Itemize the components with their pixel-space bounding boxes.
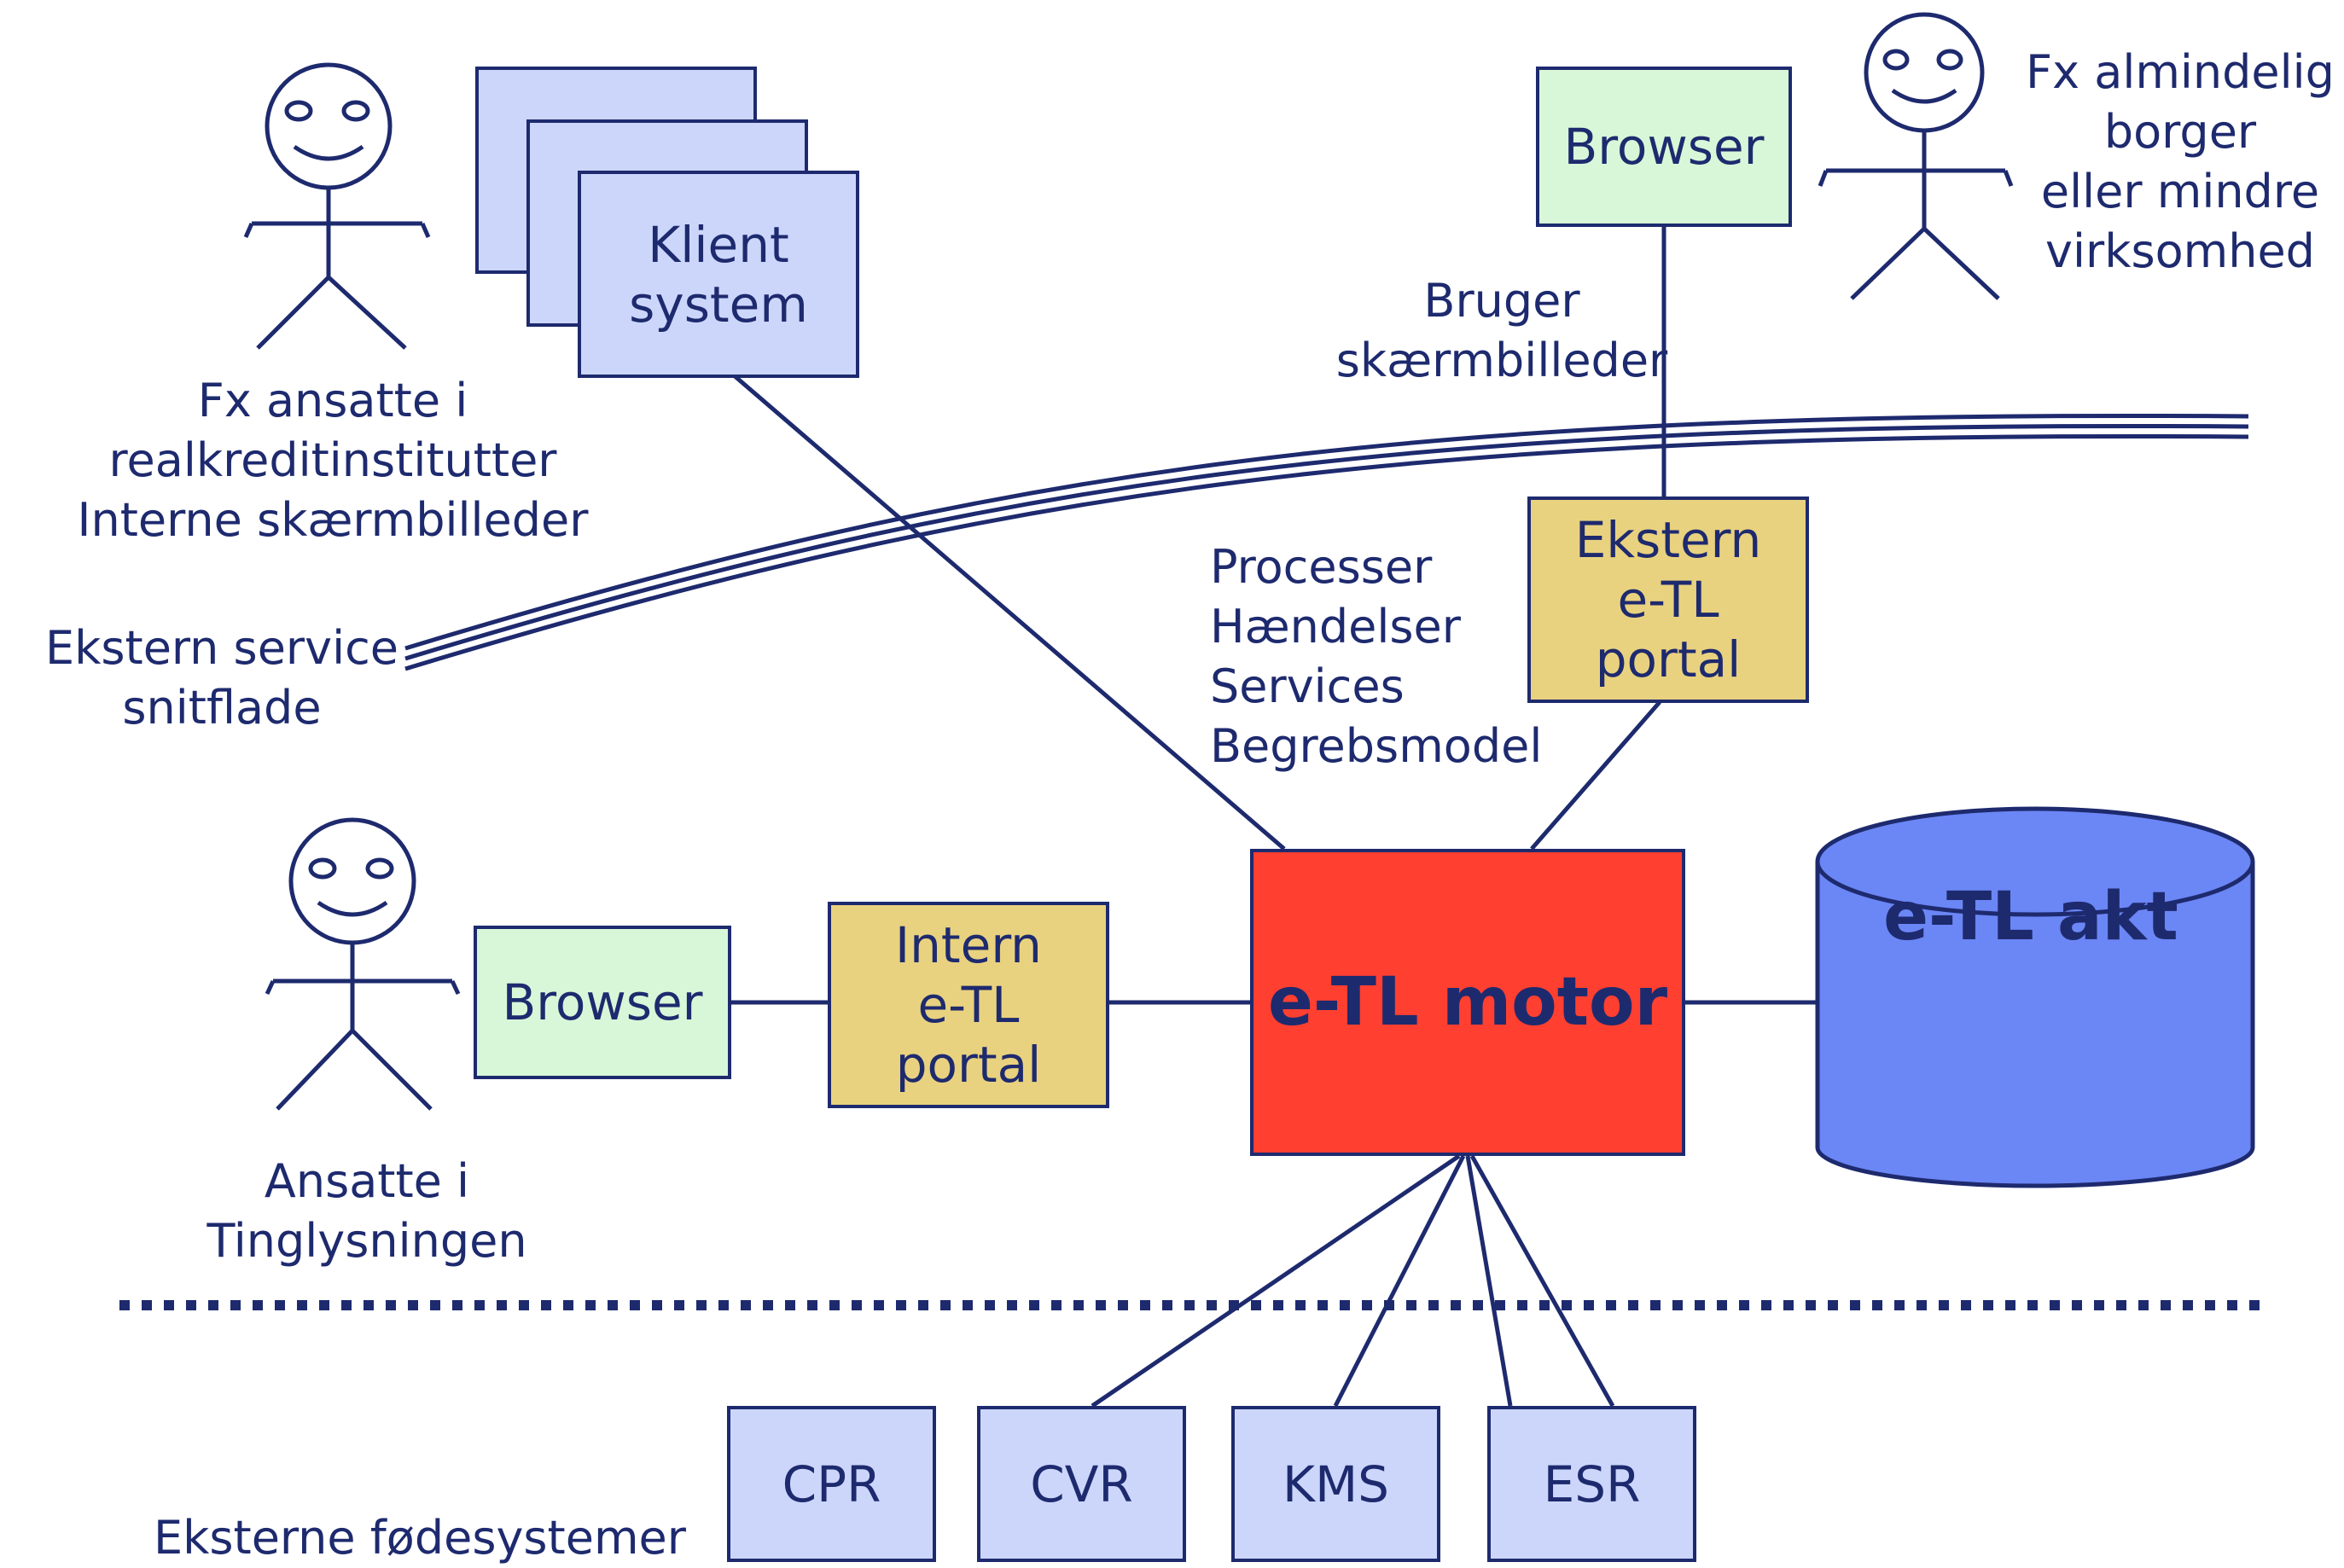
connector-client-motor (732, 374, 1286, 851)
feeder-systems-label: Eksterne fødesystemer (154, 1511, 686, 1565)
feeder-kms: KMS (1231, 1406, 1440, 1562)
browser-box-top: Browser (1536, 67, 1792, 227)
external-interface-label: Ekstern service snitflade (45, 621, 398, 735)
database-label: e-TL akt (1883, 879, 2178, 955)
external-service-interface-line (404, 413, 2249, 671)
employees-label: Ansatte i Tinglysningen (206, 1154, 527, 1268)
client-system-box: Klient system (578, 171, 859, 378)
connector-motor-esr (1469, 1154, 1615, 1408)
stick-figure-icon (265, 817, 461, 1111)
database-cylinder (1815, 806, 2255, 1188)
external-portal-box: Ekstern e-TL portal (1527, 497, 1809, 703)
feeder-cpr: CPR (727, 1406, 936, 1562)
feeder-esr: ESR (1487, 1406, 1696, 1562)
stick-figure-icon (1818, 12, 2014, 300)
browser-box-left: Browser (474, 926, 731, 1079)
connector-motor-cvr (1333, 1154, 1466, 1408)
connector-motor-cpr (1091, 1153, 1461, 1408)
citizen-label: Fx almindelig borger eller mindre virkso… (2026, 45, 2335, 278)
stick-figure-icon (243, 62, 431, 350)
connector-portal-motor (1530, 700, 1661, 851)
connector-motor-kms (1465, 1155, 1513, 1407)
internal-users-label: Fx ansatte i realkreditinstitutter Inter… (77, 374, 589, 547)
user-screens-label: Bruger skærmbilleder (1335, 274, 1668, 387)
processes-label: Processer Hændelser Services Begrebsmode… (1210, 540, 1543, 773)
feeder-cvr: CVR (977, 1406, 1186, 1562)
motor-box: e-TL motor (1250, 849, 1685, 1156)
internal-portal-box: Intern e-TL portal (828, 902, 1109, 1108)
